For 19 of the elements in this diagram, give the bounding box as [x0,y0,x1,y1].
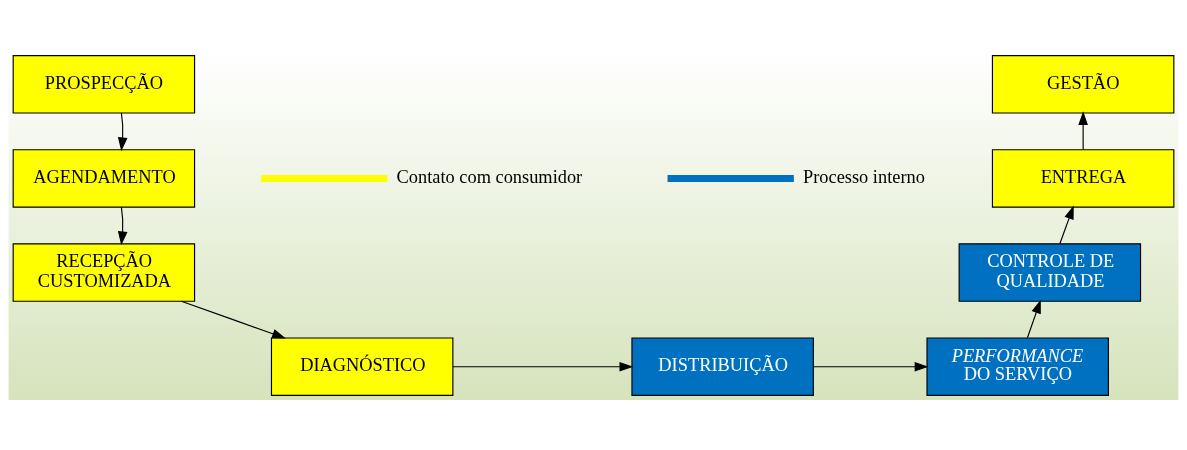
node-box: PERFORMANCE DO SERVIÇO [926,336,1109,396]
legend-label: Processo interno [803,166,925,187]
node-box: RECEPÇÃO CUSTOMIZADA [12,242,196,302]
node-box: DIAGNÓSTICO [270,336,454,396]
node-box: PROSPECÇÃO [12,54,196,114]
arrow [117,206,128,245]
arrow [1059,205,1074,244]
arrow [117,111,128,151]
node-box: AGENDAMENTO [12,148,196,208]
arrow [1026,299,1041,338]
arrow [1078,110,1088,150]
node-box: CONTROLE DE QUALIDADE [958,242,1142,302]
node-box: DISTRIBUIÇÃO [631,336,814,396]
legend-label: Contato com consumidor [396,166,583,187]
arrow [180,300,286,338]
node-box: GESTÃO [991,54,1175,114]
arrow [812,361,929,372]
node-box: ENTREGA [991,148,1175,208]
arrow [452,361,634,372]
